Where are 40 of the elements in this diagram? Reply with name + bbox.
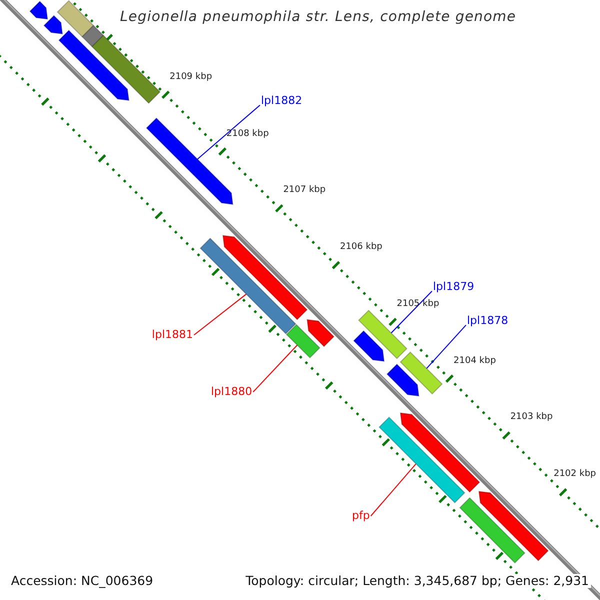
scale-label: 2106 kbp xyxy=(340,243,382,253)
gene-block xyxy=(400,412,480,493)
gene-label: lpl1878 xyxy=(467,315,508,328)
gene-block xyxy=(386,364,420,397)
gene-block xyxy=(286,324,320,358)
leader-line xyxy=(197,104,260,160)
leader-line xyxy=(252,344,298,392)
info-text: Accession: NC_006369 xyxy=(9,574,156,588)
gene-block xyxy=(378,416,466,504)
scale-label: 2102 kbp xyxy=(554,470,596,480)
gene-block xyxy=(43,14,63,34)
scale-label: 2104 kbp xyxy=(454,356,496,367)
gene-block xyxy=(353,330,385,362)
gene-block xyxy=(82,24,104,48)
gene-block xyxy=(400,351,443,395)
leader-line xyxy=(390,290,432,334)
gene-block xyxy=(459,497,526,564)
gene-block xyxy=(200,238,296,334)
gene-block xyxy=(306,319,335,348)
title: Legionella pneumophila str. Lens, complete genome xyxy=(120,10,516,26)
leader-line xyxy=(426,324,466,369)
scale-label: 2108 kbp xyxy=(226,130,269,140)
gene-block xyxy=(29,0,48,20)
gene-label: pfp xyxy=(352,510,370,522)
leader-line xyxy=(194,294,247,336)
gene-label: lpl1880 xyxy=(211,386,252,398)
gene-block xyxy=(91,34,161,104)
gene-label: lpl1879 xyxy=(433,281,474,294)
gene-block xyxy=(358,310,408,360)
gene-block xyxy=(56,0,94,38)
gene-block xyxy=(58,30,130,101)
gene-block xyxy=(222,234,308,320)
gene-block xyxy=(478,490,549,562)
scale-label: 2105 kbp xyxy=(396,300,440,310)
scale-label: 2103 kbp xyxy=(510,413,553,424)
gene-label: lpl1882 xyxy=(261,95,302,108)
gene-label: lpl1881 xyxy=(152,329,193,342)
info-text: Topology: circular; Length: 3,345,687 bp; Genes: 2,931 xyxy=(244,574,591,588)
scale-label: 2107 kbp xyxy=(283,186,326,196)
scale-label: 2109 kbp xyxy=(170,72,212,83)
